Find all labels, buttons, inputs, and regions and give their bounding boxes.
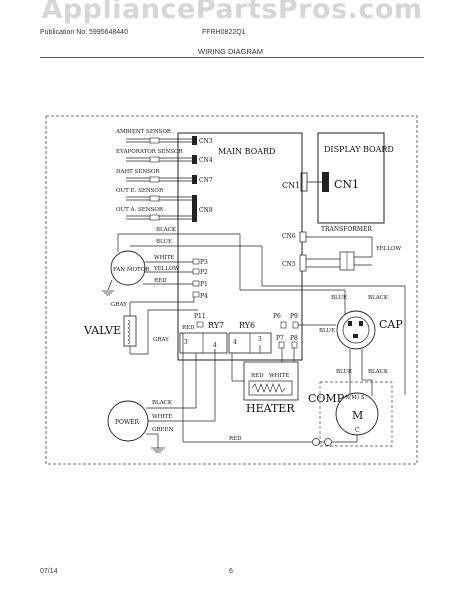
transformer-group: CN6 CN5 TRANSFORMER YELLOW [282, 226, 401, 272]
blue-cap-left-label: BLUE [331, 295, 347, 301]
comp-label: COMP [308, 392, 345, 405]
display-board: DISPLAY BOARD CN1 [317, 132, 394, 224]
display-board-label: DISPLAY BOARD [324, 145, 394, 154]
ry7-pin4: 4 [213, 342, 217, 349]
motor-m-label: M [352, 409, 363, 422]
daht-sensor-label: DAHT SENSOR [116, 169, 160, 175]
blue-cap-inner-label: BLUE [319, 328, 335, 334]
power-label: POWER [115, 419, 140, 426]
ry6-label: RY6 [239, 321, 255, 330]
red-fan-label: RED [154, 278, 167, 284]
red-heater-label: RED [251, 373, 264, 379]
p2-label: P2 [200, 269, 208, 276]
sensors-group: AMBIENT SENSOR CN3 EVAPORATOR SENSOR CN4… [115, 129, 213, 222]
ry7-pin3: 3 [184, 339, 188, 346]
green-power-label: GREEN [152, 427, 174, 433]
ry6-pin4: 4 [233, 339, 237, 346]
gray-valve-right-label: GRAY [153, 337, 169, 343]
yellow-fan-label: YELLOW [153, 266, 179, 272]
cn4-label: CN4 [199, 157, 213, 164]
p7-label: P7 [276, 335, 284, 342]
blue-cap-bottom-label: BLUE [336, 369, 352, 375]
p6-label: P6 [273, 313, 281, 320]
transformer-yellow-label: YELLOW [375, 246, 401, 252]
heater-group: RED WHITE HEATER [243, 348, 299, 415]
p8-label: P8 [290, 335, 298, 342]
ry6-pin3: 3 [258, 336, 262, 343]
valve-group: GRAY VALVE GRAY [83, 297, 198, 355]
cn6-label: CN6 [282, 233, 296, 240]
red-p11-label: RED [182, 325, 195, 331]
evaporator-sensor-label: EVAPORATOR SENSOR [116, 149, 184, 155]
cn3-label: CN3 [199, 138, 213, 145]
ambient-sensor-label: AMBIENT SENSOR [115, 129, 172, 135]
diagram-title: WIRING DIAGRAM [198, 47, 263, 56]
black-power-label: BLACK [152, 400, 173, 406]
black-blue-top-wires: BLACK BLUE [117, 227, 406, 395]
comp-c-label: C [355, 427, 360, 434]
publication-number: Publication No: 5995648440 [40, 29, 128, 36]
header-rule [40, 57, 424, 58]
main-board-label: MAIN BOARD [218, 147, 275, 156]
watermark-text: AppliancePartsPros.com [41, 0, 423, 25]
fan-motor: FAN MOTOR WHITE YELLOW RED P3 P2 P1 P4 [102, 250, 208, 300]
footer-date: 07/14 [40, 568, 58, 575]
red-bottom-label: RED [229, 436, 242, 442]
bottom-red-wire: RED [182, 333, 336, 446]
compressor-group: COMP R(M) S M C [308, 381, 393, 447]
cap-label: CAP [379, 318, 403, 331]
blue-top-label: BLUE [156, 239, 172, 245]
model-number: FFRH0822Q1 [202, 29, 246, 36]
relay-group: P11 RED RY7 RY6 3 4 4 3 [179, 313, 272, 354]
black-cap-bottom-label: BLACK [368, 369, 389, 375]
cn7-label: CN7 [199, 177, 213, 184]
heater-label: HEATER [246, 402, 295, 415]
terminal-group: P6 P9 P7 P8 [273, 313, 336, 349]
valve-label: VALVE [83, 324, 121, 337]
white-power-label: WHITE [152, 414, 172, 420]
ry7-label: RY7 [208, 321, 224, 330]
black-cap-right-label: BLACK [368, 295, 389, 301]
p4-label: P4 [200, 293, 208, 300]
out-a-sensor-label: OUT A. SENSOR [116, 207, 164, 213]
p11-label: P11 [194, 313, 206, 320]
p3-label: P3 [200, 259, 208, 266]
white-fan-label: WHITE [154, 255, 174, 261]
cn5-label: CN5 [282, 261, 296, 268]
diagram-border [45, 115, 418, 465]
power-group: POWER BLACK WHITE GREEN [107, 353, 216, 453]
footer-page-number: 6 [229, 568, 233, 575]
transformer-label: TRANSFORMER [321, 226, 372, 233]
cn1-left-label: CN1 [282, 181, 300, 190]
capacitor-group: BLUE BLACK BLUE CAP BLUE BLACK [319, 295, 403, 396]
white-heater-label: WHITE [269, 373, 289, 379]
p1-label: P1 [200, 281, 208, 288]
cn8-label: CN8 [199, 207, 213, 214]
p9-label: P9 [290, 313, 298, 320]
gray-valve-top-label: GRAY [111, 302, 127, 308]
out-e-sensor-label: OUT E. SENSOR [116, 188, 164, 194]
fan-motor-label: FAN MOTOR [113, 267, 150, 273]
main-board: MAIN BOARD CN1 [177, 132, 322, 361]
comp-rms-label: R(M) S [345, 394, 365, 401]
black-top-label: BLACK [156, 227, 177, 233]
cn1-right-label: CN1 [334, 178, 359, 191]
